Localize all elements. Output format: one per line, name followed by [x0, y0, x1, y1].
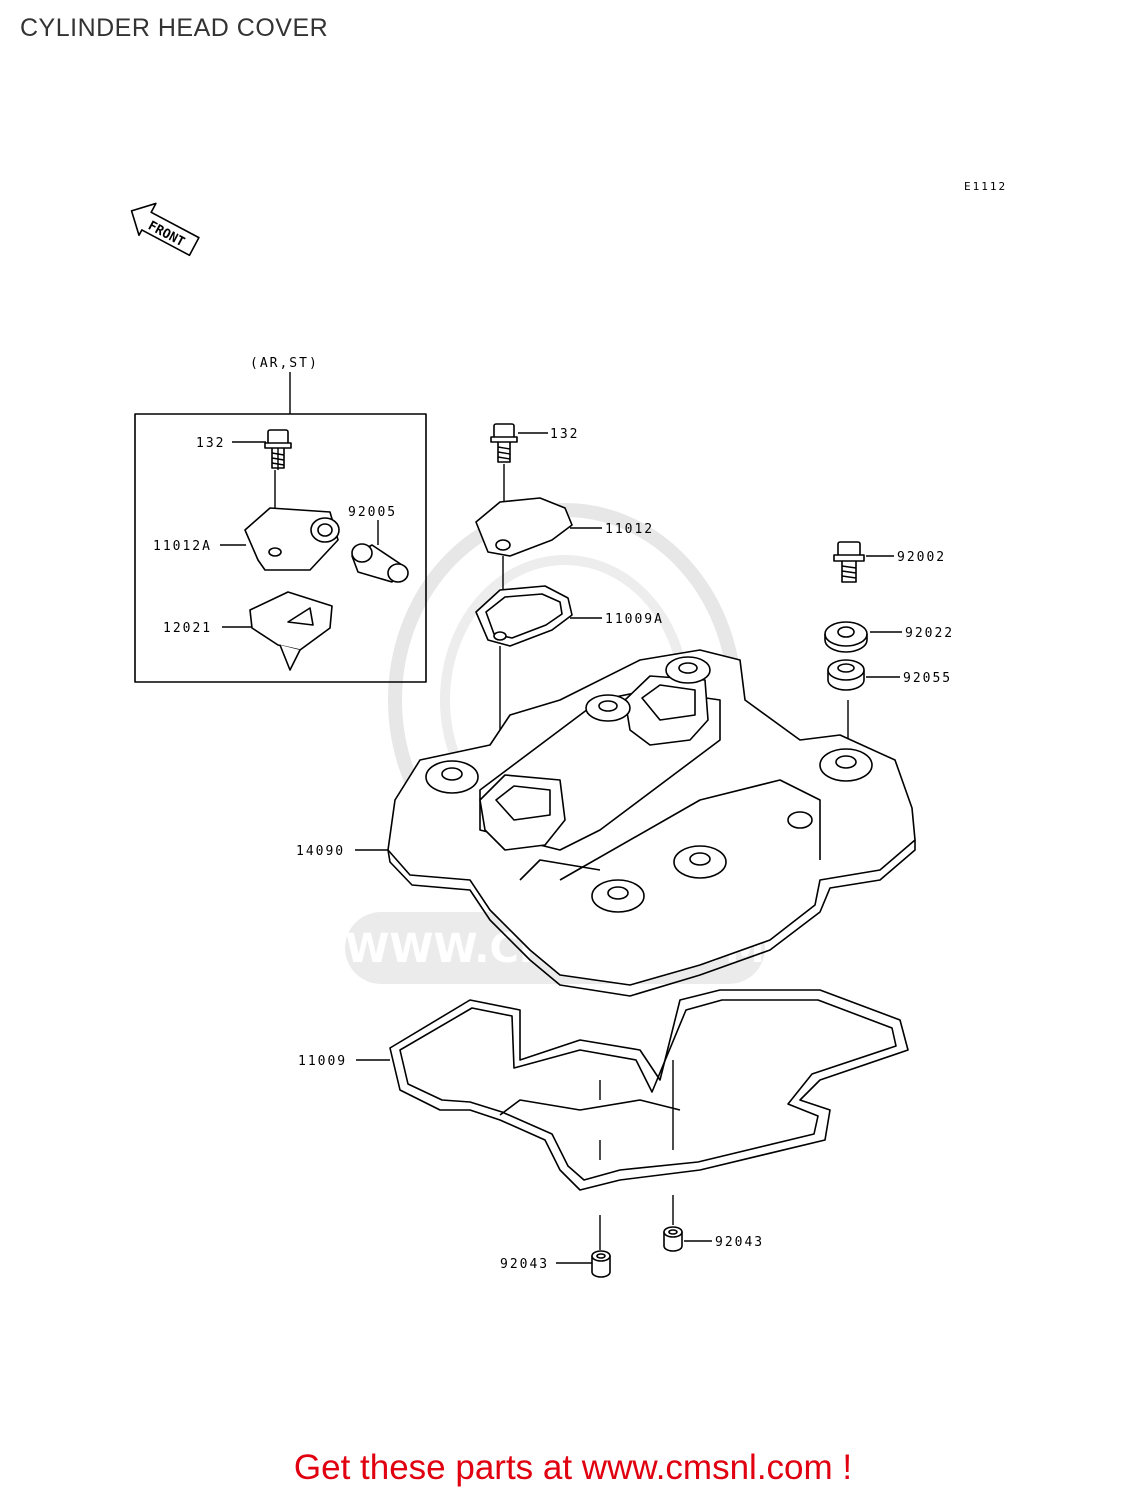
- part-label-11009: 11009: [298, 1054, 347, 1069]
- part-92022-washer: [824, 621, 902, 653]
- footer-promo-text: Get these parts at www.cmsnl.com !: [293, 1448, 853, 1487]
- diagram-code: E1112: [964, 180, 1007, 193]
- part-92002-bolt: [833, 541, 894, 583]
- part-label-11012: 11012: [605, 522, 654, 537]
- part-label-11012a: 11012A: [153, 539, 212, 554]
- part-label-92043-a: 92043: [500, 1257, 549, 1272]
- part-label-92002: 92002: [897, 550, 946, 565]
- part-label-92022: 92022: [905, 626, 954, 641]
- part-label-92005: 92005: [348, 505, 397, 520]
- part-14090-cylinder-head-cover: [355, 649, 916, 997]
- part-label-14090: 14090: [296, 844, 345, 859]
- part-11009-head-cover-gasket: [356, 989, 909, 1191]
- part-92005-hose: [351, 520, 409, 583]
- front-arrow-icon: FRONT: [130, 202, 200, 257]
- part-132-bolt-top: [490, 423, 548, 540]
- part-label-132-b: 132: [550, 427, 579, 442]
- part-label-92055: 92055: [903, 671, 952, 686]
- part-12021-plate: [222, 591, 333, 671]
- part-92055-grommet: [827, 659, 900, 760]
- part-92043-dowel-left: [556, 1215, 611, 1278]
- ar-st-group-box: (AR,ST): [134, 356, 427, 683]
- page-title: CYLINDER HEAD COVER: [20, 14, 329, 42]
- part-label-132-a: 132: [196, 436, 225, 451]
- part-label-11009a: 11009A: [605, 612, 664, 627]
- part-label-92043-b: 92043: [715, 1235, 764, 1250]
- part-label-12021: 12021: [163, 621, 212, 636]
- part-92043-dowel-right: [663, 1195, 712, 1252]
- part-11012a-breather-cover: [220, 507, 340, 571]
- group-label: (AR,ST): [250, 356, 319, 371]
